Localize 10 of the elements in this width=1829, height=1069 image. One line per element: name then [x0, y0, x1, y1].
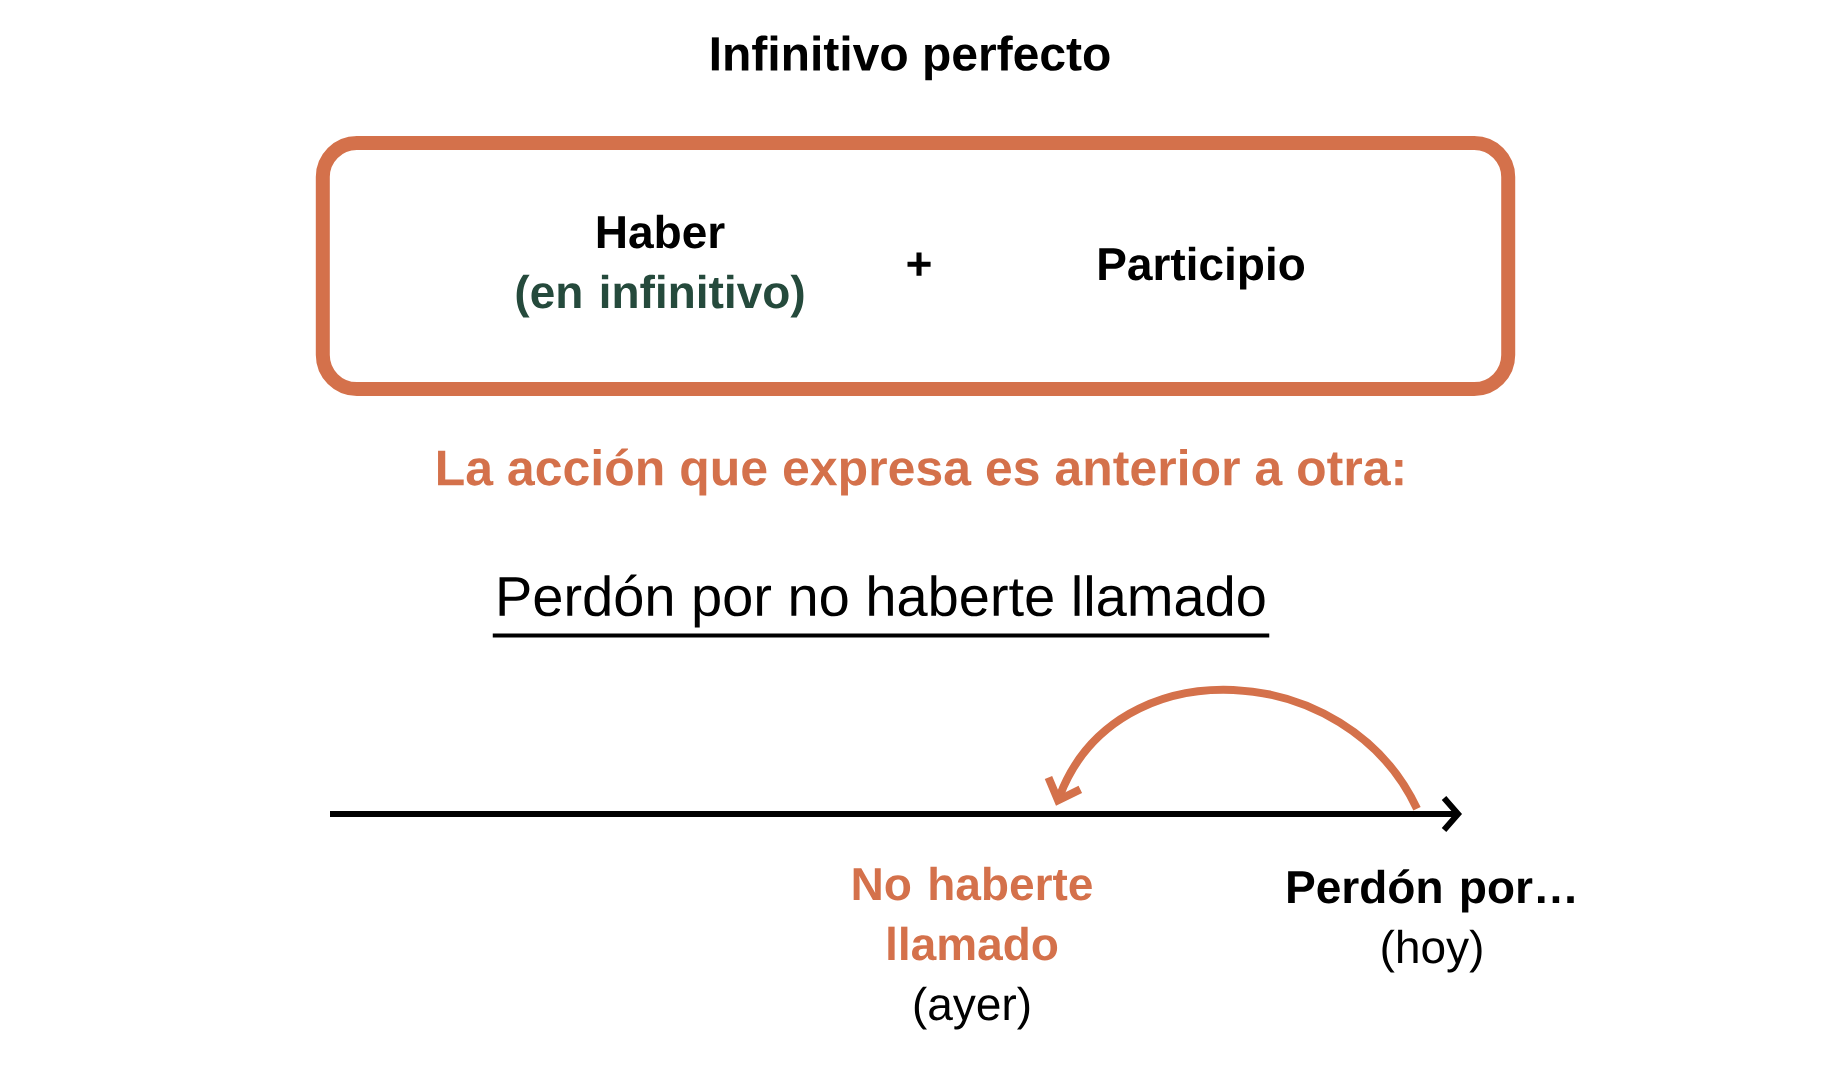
curved-arrow: [1044, 685, 1421, 811]
timeline-label: No haberte llamado (ayer): [853, 866, 1092, 1030]
title: Infinitivo perfecto: [711, 35, 1110, 81]
timeline-label: Perdón por… (hoy): [1288, 869, 1574, 973]
plus-sign: +: [907, 252, 931, 276]
statement-text: La acción que expresa es anterior a otra:: [438, 448, 1403, 496]
formula-term: Haber (en infinitivo): [516, 214, 804, 318]
formula-box: [315, 136, 1516, 397]
formula-term: Participio: [1099, 246, 1304, 290]
example-sentence: Perdón por no haberte llamado: [492, 574, 1270, 638]
